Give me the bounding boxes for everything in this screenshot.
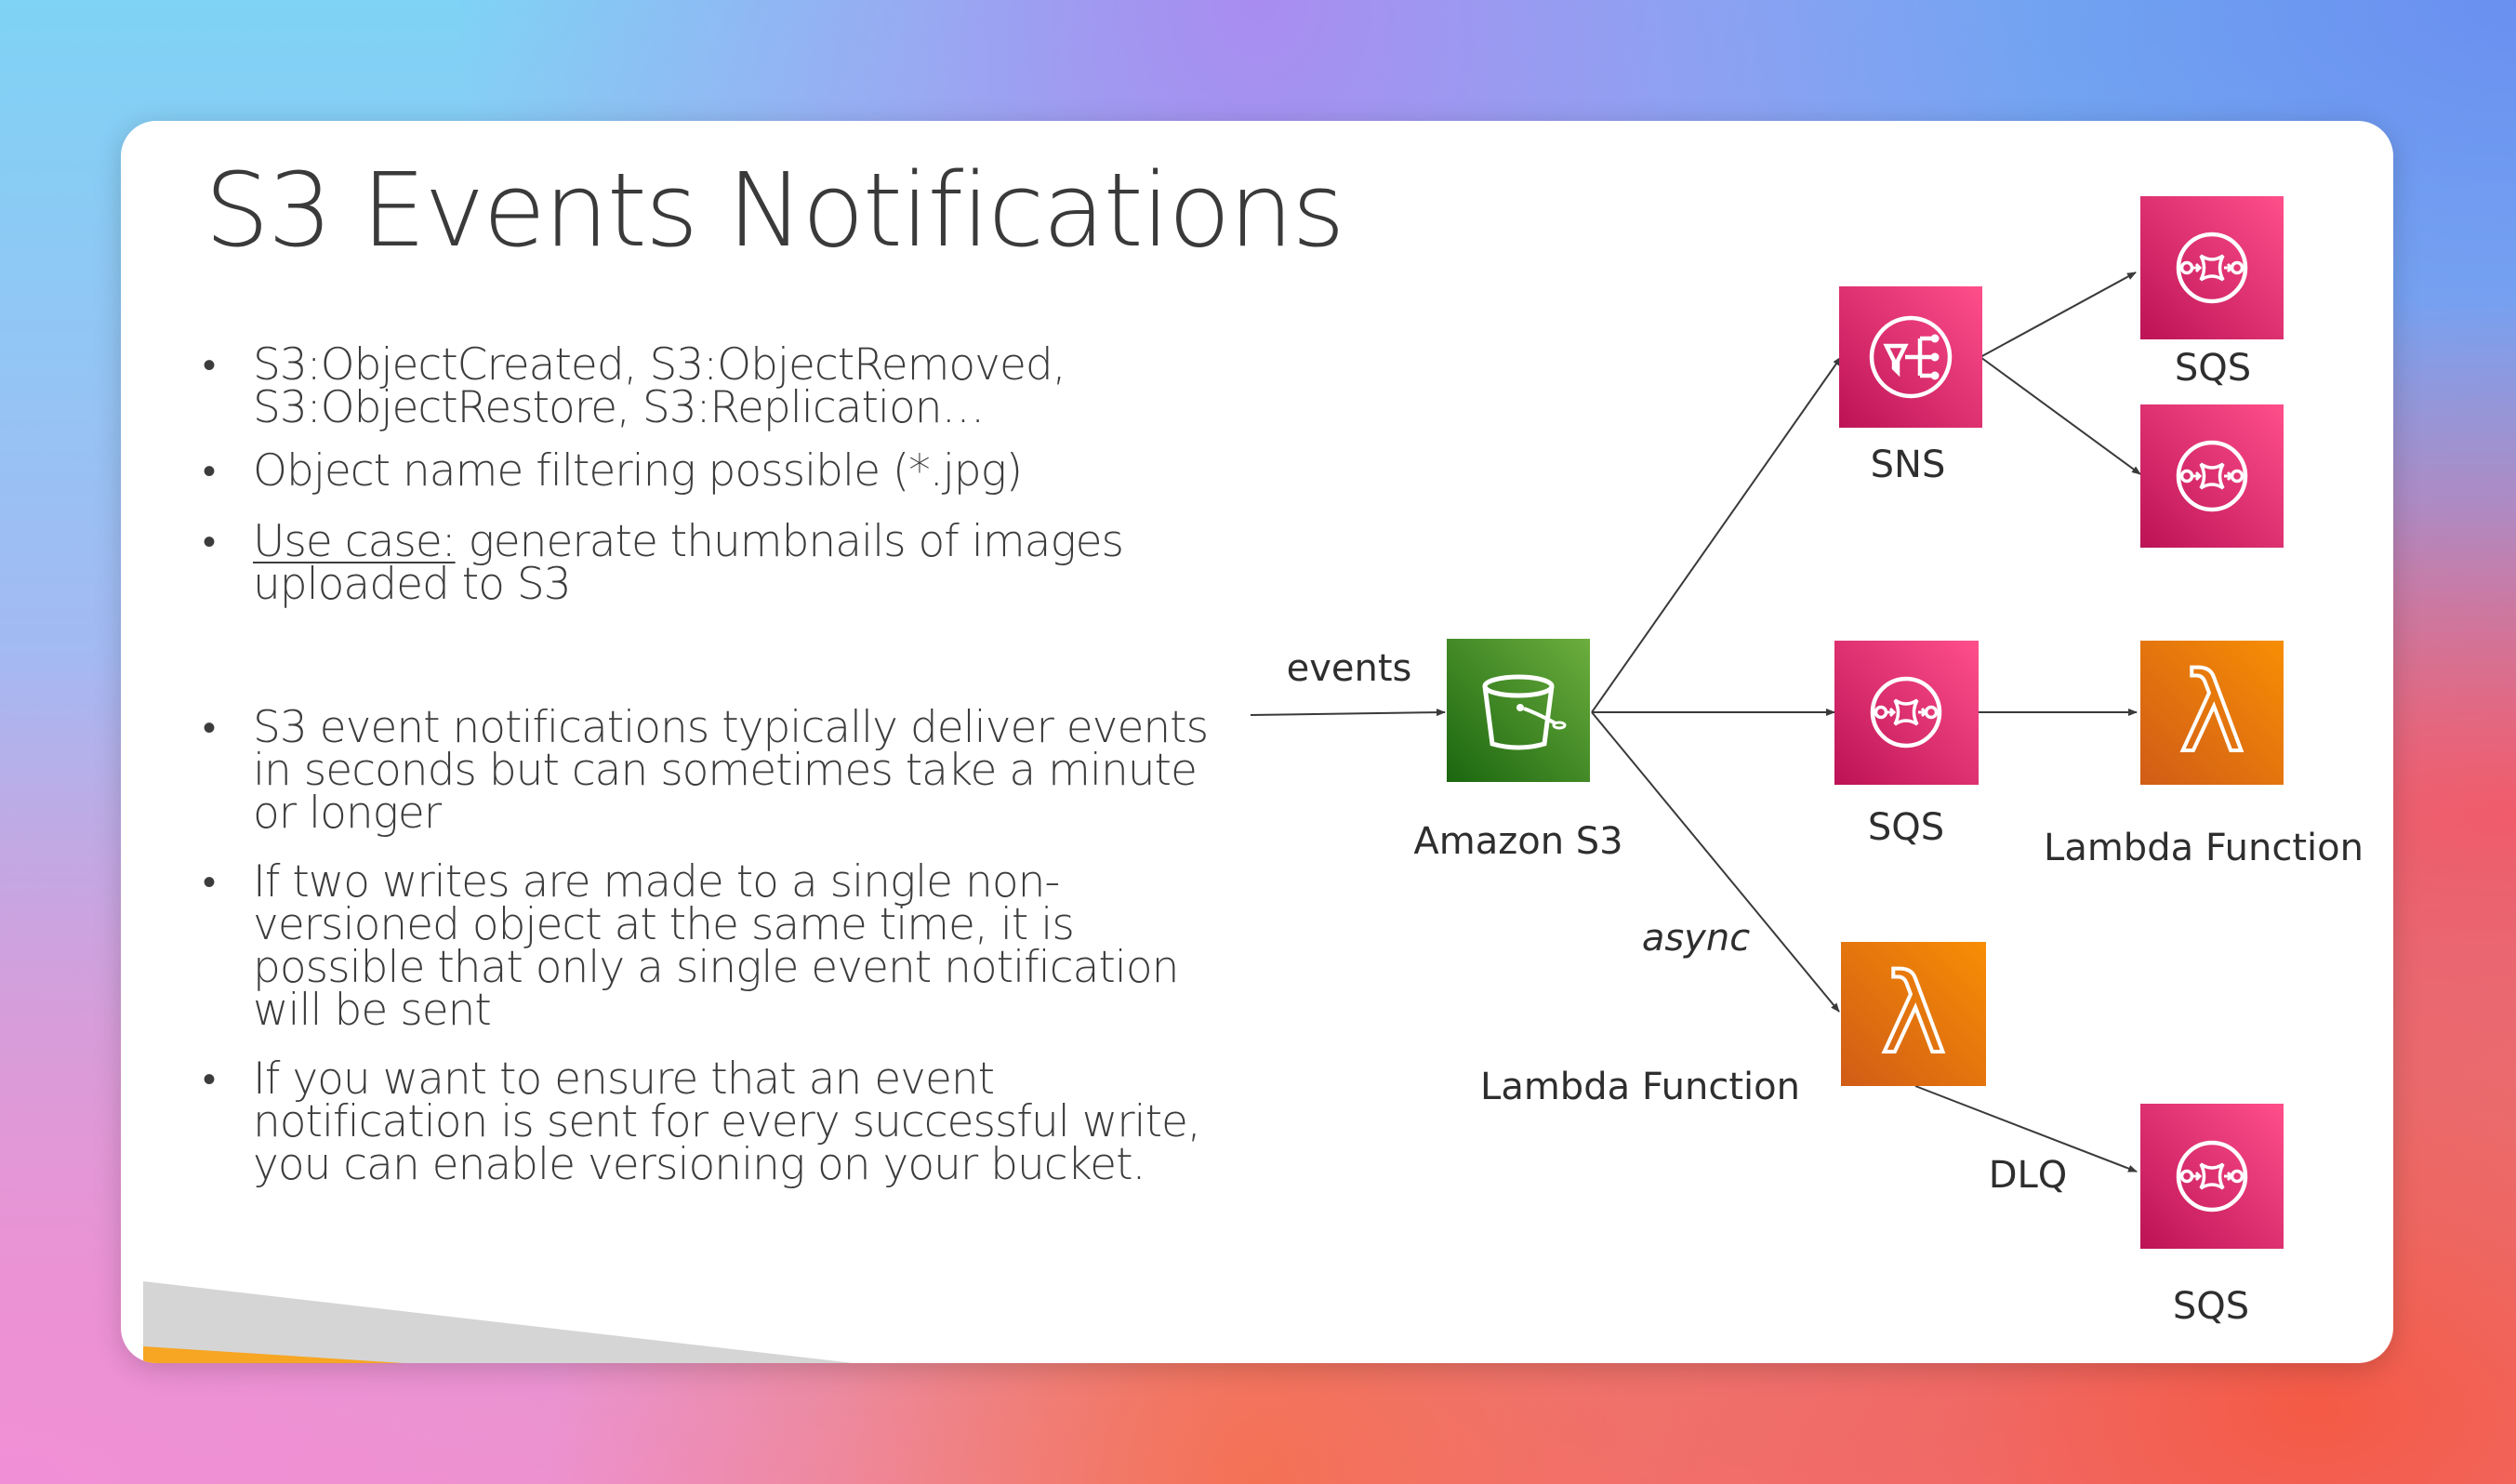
label-lambda-right: Lambda Function xyxy=(2044,827,2364,869)
bullet-text: S3 event notifications typically deliver… xyxy=(253,702,1209,753)
bullet-use-case: Use case: generate thumbnails of images … xyxy=(203,520,1300,610)
bullet-list: S3:ObjectCreated, S3:ObjectRemoved, S3:O… xyxy=(203,339,1300,1190)
lambda-glyph: λ xyxy=(2179,648,2245,776)
label-sqs-middle: SQS xyxy=(1868,806,1944,849)
bullet-line: Use case: generate thumbnails of images xyxy=(253,520,1300,563)
arrow-s3-to-lambda xyxy=(1591,711,1840,1013)
lambda-icon: λ xyxy=(1841,942,1986,1086)
sns-icon xyxy=(1839,286,1982,428)
label-amazon-s3: Amazon S3 xyxy=(1413,820,1622,863)
architecture-diagram: λ λ events Amazon S3 SNS SQS SQS Lambda … xyxy=(1250,196,2364,1328)
label-lambda-bottom: Lambda Function xyxy=(1480,1066,1800,1108)
label-async: async xyxy=(1642,917,1750,960)
bullet-text: or longer xyxy=(253,788,442,839)
bullet-text: in seconds but can sometimes take a minu… xyxy=(253,745,1198,796)
sqs-icon xyxy=(2140,404,2284,548)
arrow-lambda-to-dlq xyxy=(1914,1085,2138,1173)
sqs-icon xyxy=(1834,641,1979,785)
bullet-event-types: S3:ObjectCreated, S3:ObjectRemoved, S3:O… xyxy=(203,339,1300,433)
bullet-concurrent-writes: If two writes are made to a single non- … xyxy=(203,856,1300,1036)
arrow-events-to-s3 xyxy=(1250,709,1446,717)
bullet-text: S3:ObjectRestore, S3:Replication… xyxy=(253,382,986,433)
bullet-text: generate thumbnails of images xyxy=(455,516,1124,567)
bullet-text: possible that only a single event notifi… xyxy=(253,942,1179,993)
sqs-icon xyxy=(2140,1104,2284,1249)
use-case-label: Use case: xyxy=(253,516,457,567)
arrow-sns-to-sqs-second xyxy=(1980,356,2141,475)
bullet-text: you can enable versioning on your bucket… xyxy=(253,1139,1145,1190)
connectors xyxy=(1250,272,2141,1173)
bullet-text: If you want to ensure that an event xyxy=(253,1053,995,1105)
arrow-s3-to-sns xyxy=(1591,356,1842,713)
bullet-text: If two writes are made to a single non- xyxy=(253,856,1060,908)
lambda-glyph: λ xyxy=(1881,949,1946,1078)
label-events: events xyxy=(1287,647,1412,690)
label-dlq: DLQ xyxy=(1989,1154,2068,1197)
bullet-text: will be sent xyxy=(253,985,492,1036)
label-sns: SNS xyxy=(1871,444,1946,486)
slide-title: S3 Events Notifications xyxy=(205,151,1345,270)
ribbon-gray-band xyxy=(143,1281,854,1363)
bullet-text: versioned object at the same time, it is xyxy=(253,899,1075,950)
arrow-sns-to-sqs-top xyxy=(1980,272,2137,358)
bullet-text: uploaded to S3 xyxy=(253,559,572,610)
sqs-icon xyxy=(2140,196,2284,339)
bullet-text: Object name filtering possible (*.jpg) xyxy=(253,445,1023,497)
s3-bucket-icon xyxy=(1447,639,1590,782)
slide-card: S3 Events Notifications S3:ObjectCreated… xyxy=(121,121,2393,1363)
bullet-text: S3:ObjectCreated, S3:ObjectRemoved, xyxy=(253,339,1066,391)
lambda-icon: λ xyxy=(2140,641,2284,785)
bullet-delivery-time: S3 event notifications typically deliver… xyxy=(203,702,1300,839)
bullet-versioning: If you want to ensure that an event noti… xyxy=(203,1053,1300,1190)
bullet-text: notification is sent for every successfu… xyxy=(253,1096,1201,1147)
ribbon-orange-band xyxy=(143,1346,404,1363)
footer-ribbon xyxy=(143,1281,854,1363)
label-sqs-bottom: SQS xyxy=(2173,1285,2249,1328)
label-sqs-top: SQS xyxy=(2175,347,2251,390)
bullet-filtering: Object name filtering possible (*.jpg) xyxy=(203,445,1300,497)
